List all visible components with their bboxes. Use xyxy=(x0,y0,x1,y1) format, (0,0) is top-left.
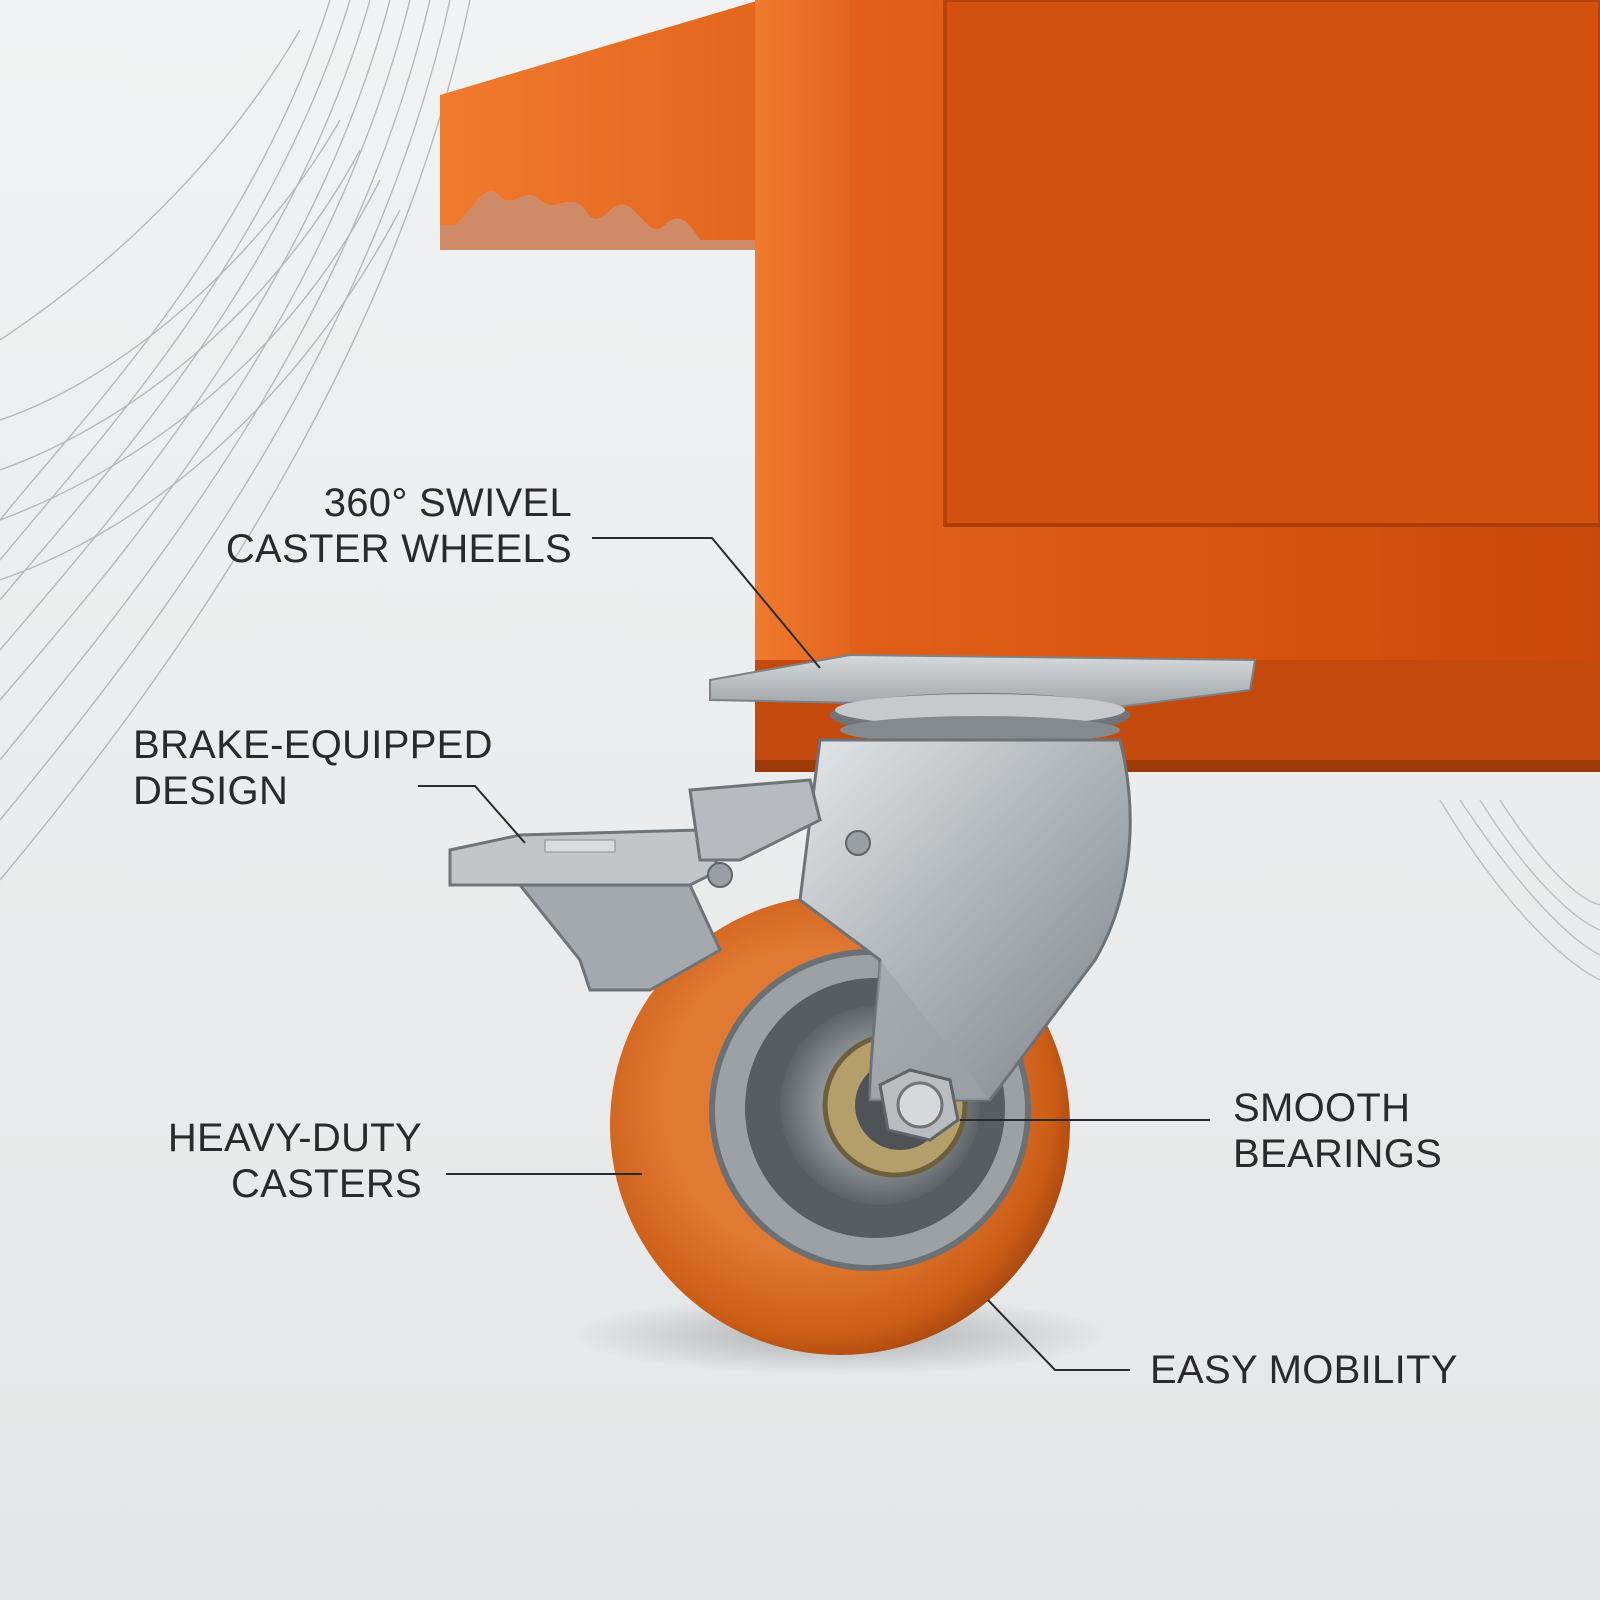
swivel-caster-illustration xyxy=(448,653,1257,1355)
callout-brake-equipped-design: BRAKE-EQUIPPED DESIGN xyxy=(133,722,493,814)
callout-bearings-line1: SMOOTH xyxy=(1233,1086,1411,1130)
callout-heavy-duty-line2: CASTERS xyxy=(230,1162,422,1206)
callout-mobility-line1: EASY MOBILITY xyxy=(1150,1348,1458,1392)
decorative-wave-lines xyxy=(0,0,471,881)
callout-brake-line2: DESIGN xyxy=(133,769,289,813)
leader-line-mobility xyxy=(987,1299,1130,1371)
callout-swivel-line2: CASTER WHEELS xyxy=(225,527,572,571)
callout-easy-mobility: EASY MOBILITY xyxy=(1150,1347,1458,1393)
callout-smooth-bearings: SMOOTH BEARINGS xyxy=(1233,1085,1442,1177)
callout-brake-line1: BRAKE-EQUIPPED xyxy=(133,723,493,767)
decorative-wave-lines-right xyxy=(1439,799,1600,981)
callout-bearings-line2: BEARINGS xyxy=(1233,1132,1443,1176)
leader-line-brake xyxy=(418,785,526,844)
callout-heavy-duty-line1: HEAVY-DUTY xyxy=(167,1116,422,1160)
cabinet-illustration xyxy=(440,0,1600,772)
callout-swivel-line1: 360° SWIVEL xyxy=(323,481,572,525)
callout-heavy-duty-casters: HEAVY-DUTY CASTERS xyxy=(168,1115,422,1207)
callout-swivel-caster-wheels: 360° SWIVEL CASTER WHEELS xyxy=(226,480,572,572)
leader-lines xyxy=(418,537,1210,1371)
leader-line-swivel xyxy=(592,537,821,669)
